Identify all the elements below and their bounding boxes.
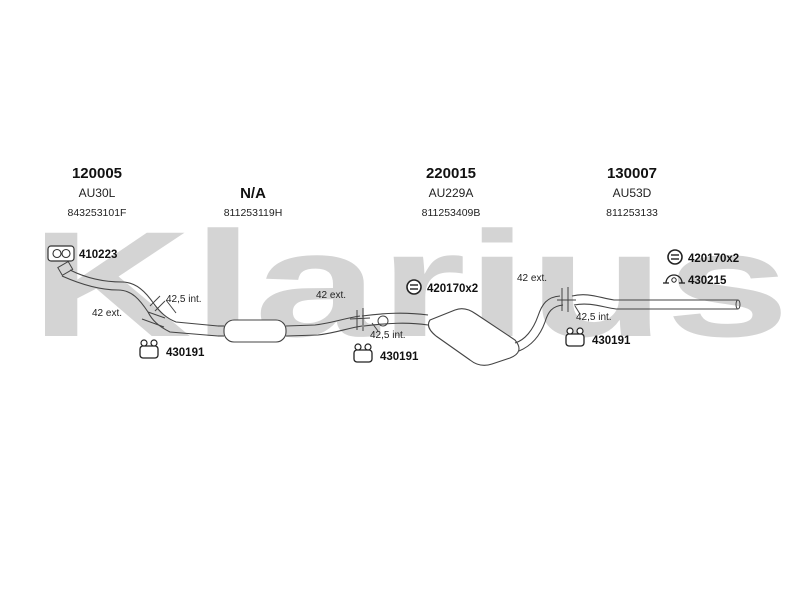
pipe-end-ring [377, 315, 389, 327]
part-header-centre-pipe: N/A 811253119H [224, 185, 283, 219]
rubber-mount-icon [353, 343, 373, 363]
hanger-fitting-rear: 430215 [663, 274, 727, 287]
joint-2-int-label: 42,5 int. [370, 330, 406, 341]
tail-pipe-end [735, 299, 741, 310]
clamp-fitting-mid: 420170x2 [406, 279, 478, 295]
joint-1-ext-label: 42 ext. [92, 308, 122, 319]
joint-1-int-label: 42,5 int. [166, 294, 202, 305]
joint-2-ext-label: 42 ext. [316, 290, 346, 301]
middle-silencer-body [427, 308, 520, 366]
part-header-front-pipe: 120005 AU30L 843253101F [68, 165, 127, 219]
rubber-mount-part-number: 430191 [592, 335, 631, 347]
oe-number: 811253133 [606, 207, 658, 219]
rubber-mount-fitting-1: 430191 [139, 339, 205, 359]
rubber-mount-part-number: 430191 [380, 351, 419, 363]
part-name: AU53D [613, 186, 652, 200]
part-name: AU229A [429, 186, 474, 200]
joint-3 [557, 287, 581, 315]
joint-2 [349, 308, 379, 332]
rubber-mount-fitting-3: 430191 [565, 327, 631, 347]
tail-pipe [571, 294, 741, 310]
gasket-part-number: 410223 [79, 249, 117, 261]
clamp-part-number: 420170x2 [427, 283, 478, 295]
rubber-mount-fitting-2: 430191 [353, 343, 419, 363]
part-header-middle-silencer: 220015 AU229A 811253409B [422, 165, 481, 219]
rubber-mount-icon [139, 339, 159, 359]
part-number: 130007 [607, 165, 657, 182]
joint-3-ext-label: 42 ext. [517, 273, 547, 284]
part-number: 220015 [426, 165, 476, 182]
part-header-tail-pipe: 130007 AU53D 811253133 [606, 165, 658, 219]
oe-number: 843253101F [68, 207, 127, 219]
oe-number: 811253119H [224, 207, 283, 219]
gasket-icon [47, 245, 75, 262]
hanger-part-number: 430215 [688, 275, 727, 287]
clamp-icon [667, 249, 683, 265]
hanger-icon [663, 274, 685, 284]
clamp-icon [406, 279, 422, 295]
joint-3-int-label: 42,5 int. [576, 312, 612, 323]
part-number: N/A [240, 185, 266, 202]
rubber-mount-part-number: 430191 [166, 347, 205, 359]
part-name: AU30L [79, 186, 116, 200]
centre-silencer-box [223, 319, 287, 343]
manifold-flange-icon [57, 260, 74, 277]
part-number: 120005 [72, 165, 122, 182]
gasket-fitting: 410223 [47, 245, 117, 262]
centre-pipe [218, 315, 363, 343]
middle-silencer [361, 295, 564, 366]
clamp-part-number: 420170x2 [688, 253, 739, 265]
oe-number: 811253409B [422, 207, 481, 219]
joint-1 [141, 295, 177, 328]
clamp-fitting-rear: 420170x2 [667, 249, 739, 265]
rubber-mount-icon [565, 327, 585, 347]
